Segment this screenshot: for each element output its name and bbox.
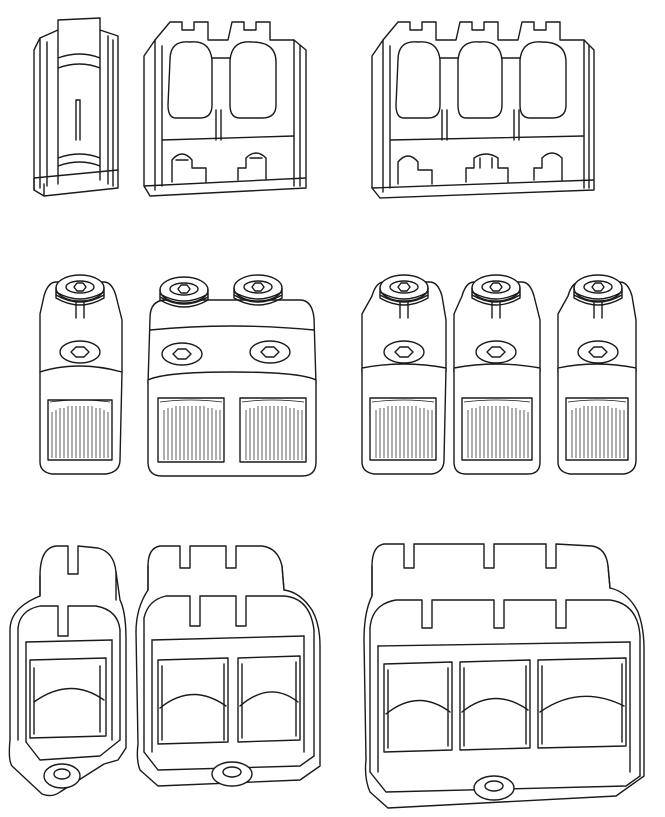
terminal-3-pole [361,274,637,475]
terminal-2-pole [147,274,317,477]
shroud-2-pole [135,545,321,787]
terminal-3-pole-unit-b [453,274,541,475]
terminal-1-pole [39,274,123,475]
cover-2-pole [143,21,307,197]
cover-3-pole [371,21,595,199]
cover-1-pole [33,17,119,197]
terminal-3-pole-unit-c [557,274,637,475]
shroud-3-pole [363,543,645,809]
terminal-3-pole-unit-a [361,274,447,475]
shroud-1-pole [8,545,127,797]
